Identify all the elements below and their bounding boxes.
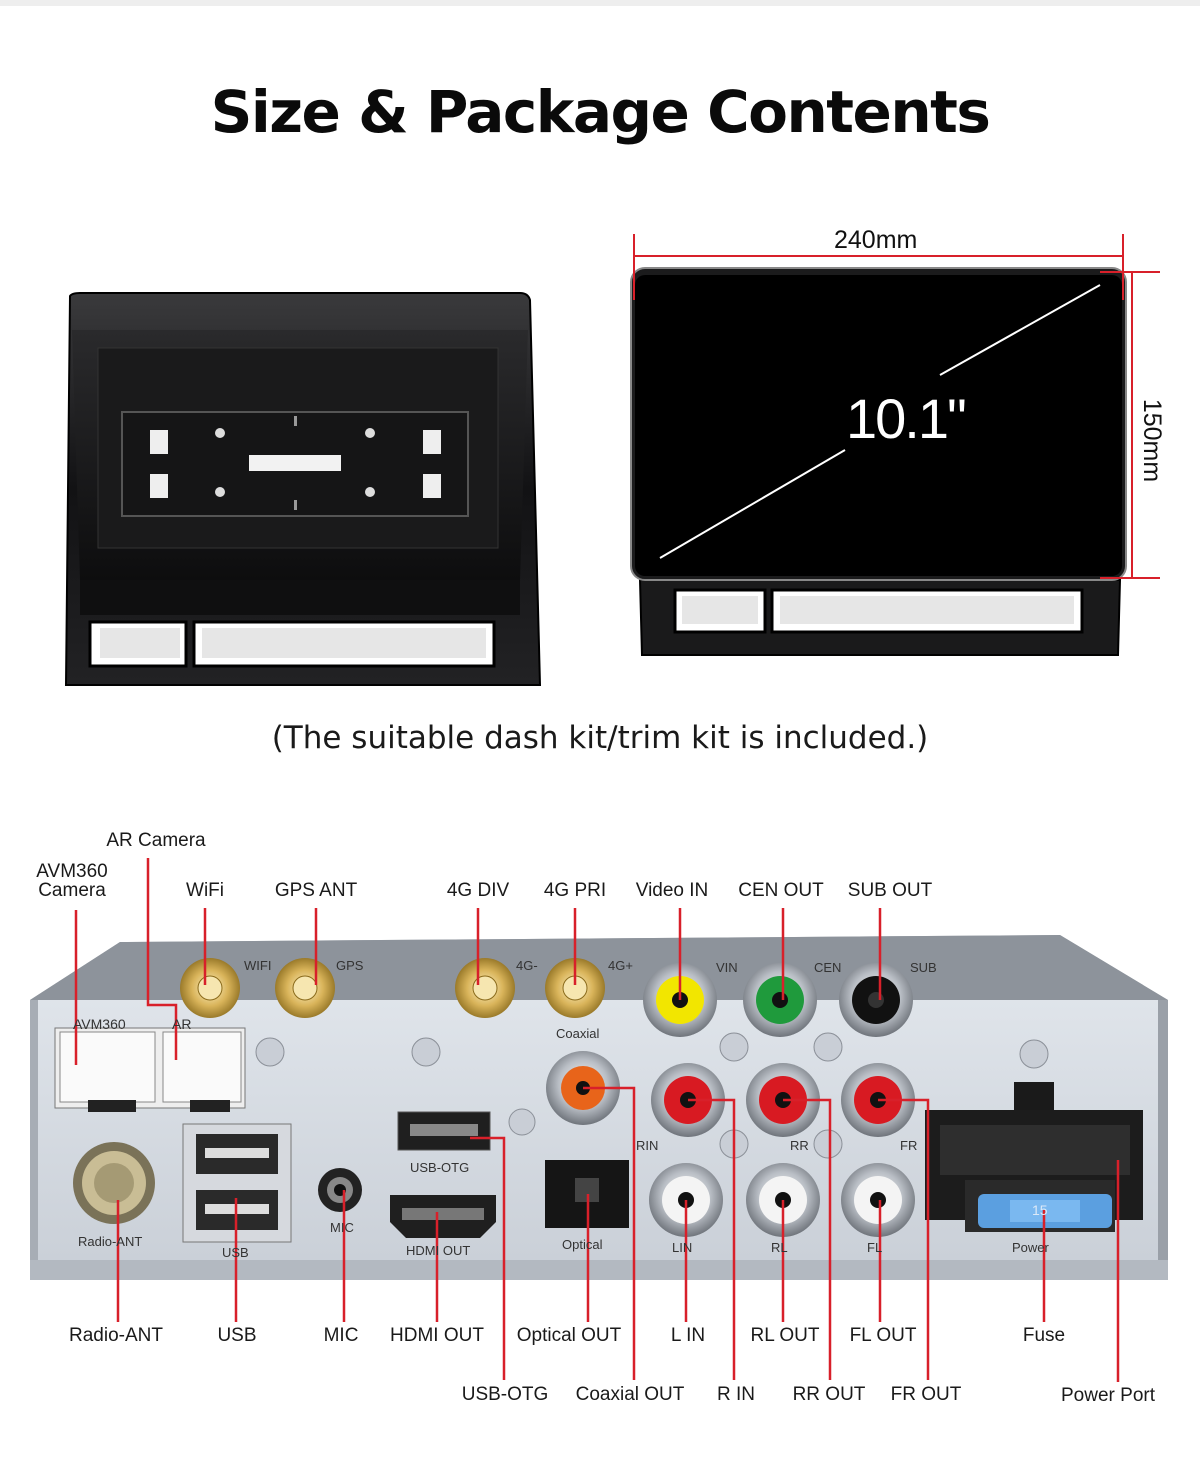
silk-fuse: 15 bbox=[1032, 1202, 1048, 1218]
antenna-ports bbox=[180, 958, 605, 1018]
silk-radio-ant: Radio-ANT bbox=[78, 1234, 143, 1249]
label-sub-out: SUB OUT bbox=[847, 880, 933, 901]
label-wifi: WiFi bbox=[186, 880, 224, 901]
label-usb: USB bbox=[217, 1325, 257, 1346]
silk-avm360: AVM360 bbox=[73, 1016, 126, 1032]
silk-mic: MIC bbox=[330, 1220, 354, 1235]
label-hdmi-out: HDMI OUT bbox=[390, 1325, 484, 1346]
silk-4g-plus: 4G+ bbox=[608, 958, 633, 973]
mic-jack bbox=[318, 1168, 362, 1212]
silk-gps: GPS bbox=[336, 958, 364, 973]
silk-wifi: WIFI bbox=[244, 958, 272, 973]
screen-unit bbox=[630, 267, 1127, 656]
top-divider bbox=[0, 0, 1200, 6]
silk-hdmi: HDMI OUT bbox=[406, 1243, 471, 1258]
label-rr-out: RR OUT bbox=[792, 1384, 866, 1405]
callout-lines bbox=[74, 858, 1120, 1382]
label-4g-pri: 4G PRI bbox=[543, 880, 607, 901]
silk-fl: FL bbox=[867, 1240, 883, 1255]
label-r-in: R IN bbox=[717, 1384, 755, 1405]
silk-coaxial: Coaxial bbox=[556, 1026, 600, 1041]
label-optical-out: Optical OUT bbox=[516, 1325, 622, 1346]
silk-rin: RIN bbox=[636, 1138, 659, 1153]
label-video-in: Video IN bbox=[635, 880, 709, 901]
screen-diagonal-label: 10.1" bbox=[846, 387, 967, 450]
label-cen-out: CEN OUT bbox=[738, 880, 824, 901]
label-rl-out: RL OUT bbox=[750, 1325, 820, 1346]
dash-kit-frame bbox=[64, 292, 542, 686]
label-power-port: Power Port bbox=[1061, 1385, 1155, 1406]
package-note: (The suitable dash kit/trim kit is inclu… bbox=[271, 720, 929, 756]
label-fr-out: FR OUT bbox=[890, 1384, 962, 1405]
silk-cen: CEN bbox=[814, 960, 842, 975]
silk-rr: RR bbox=[790, 1138, 809, 1153]
silk-rl: RL bbox=[771, 1240, 788, 1255]
silk-usb: USB bbox=[222, 1245, 249, 1260]
silk-sub: SUB bbox=[910, 960, 937, 975]
label-usb-otg: USB-OTG bbox=[461, 1384, 549, 1405]
dimension-lines bbox=[633, 234, 1160, 579]
label-gps-ant: GPS ANT bbox=[274, 880, 358, 901]
label-fuse: Fuse bbox=[1022, 1325, 1066, 1346]
silk-power: Power bbox=[1012, 1240, 1049, 1255]
silk-optical: Optical bbox=[562, 1237, 603, 1252]
product-drawings bbox=[64, 234, 1160, 686]
label-avm360-camera: AVM360 Camera bbox=[36, 861, 108, 901]
silk-usb-otg: USB-OTG bbox=[410, 1160, 470, 1175]
silk-4g-minus: 4G- bbox=[516, 958, 538, 973]
width-dimension-label: 240mm bbox=[834, 226, 918, 254]
label-coaxial-out: Coaxial OUT bbox=[575, 1384, 685, 1405]
page-title: Size & Package Contents bbox=[210, 78, 991, 146]
silk-lin: LIN bbox=[672, 1240, 693, 1255]
label-fl-out: FL OUT bbox=[849, 1325, 917, 1346]
label-4g-div: 4G DIV bbox=[446, 880, 510, 901]
silk-fr: FR bbox=[900, 1138, 918, 1153]
label-radio-ant: Radio-ANT bbox=[69, 1325, 163, 1346]
label-ar-camera: AR Camera bbox=[106, 830, 206, 851]
radio-ant-port bbox=[73, 1142, 155, 1224]
silk-ar: AR bbox=[172, 1016, 192, 1032]
label-mic: MIC bbox=[323, 1325, 359, 1346]
label-l-in: L IN bbox=[670, 1325, 706, 1346]
avm360-ar-connectors bbox=[54, 1027, 246, 1112]
silk-vin: VIN bbox=[716, 960, 738, 975]
